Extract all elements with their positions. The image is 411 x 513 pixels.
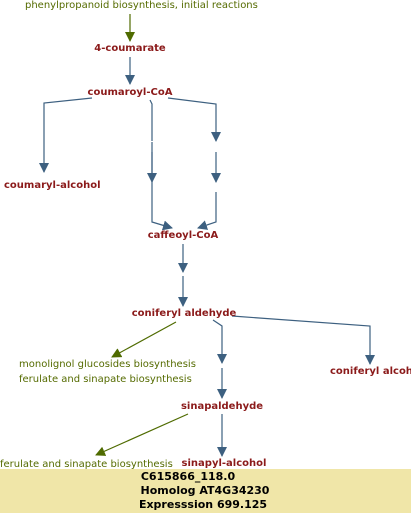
- homolog-label: Homolog AT4G34230: [140, 484, 270, 497]
- arrow-coumaroyl-coa-to-caffeoyl-coa-a: [149, 99, 172, 228]
- arrow-coniferyl-aldehyde-to-monolignol: [111, 321, 177, 358]
- pathway-initial-reactions[interactable]: phenylpropanoid biosynthesis, initial re…: [25, 0, 258, 11]
- compound-4-coumarate[interactable]: 4-coumarate: [94, 43, 166, 54]
- compound-coniferyl-aldehyde[interactable]: coniferyl aldehyde: [131, 308, 237, 319]
- arrow-coumaroyl-coa-to-caffeoyl-coa-b: [167, 97, 221, 142]
- arrow-sinapaldehyde-to-ferulate: [95, 413, 189, 456]
- compound-sinapyl-alcohol[interactable]: sinapyl-alcohol: [181, 458, 267, 469]
- arrow-coumaroyl-coa-to-coumaryl-alcohol: [39, 97, 93, 173]
- compound-sinapaldehyde[interactable]: sinapaldehyde: [180, 401, 264, 412]
- arrow-coniferyl-aldehyde-to-coniferyl-alcohol: [231, 315, 375, 365]
- pathway-ferulate-sinapate[interactable]: ferulate and sinapate biosynthesis: [19, 374, 192, 385]
- compound-coumaryl-alcohol[interactable]: coumaryl-alcohol: [4, 180, 101, 191]
- gene-id: C615866_118.0: [140, 470, 236, 483]
- pathway-ferulate-sinapate-2[interactable]: ferulate and sinapate biosynthesis: [0, 459, 173, 470]
- expression-label: Expresssion 699.125: [138, 498, 268, 511]
- compound-coniferyl-alcohol[interactable]: coniferyl alcohol: [330, 366, 411, 377]
- compound-caffeoyl-coa[interactable]: caffeoyl-CoA: [147, 230, 219, 241]
- arrow-right-to-caffeoyl-coa: [197, 192, 217, 230]
- pathway-monolignol-glucosides[interactable]: monolignol glucosides biosynthesis: [19, 359, 196, 370]
- gene-info-box: C615866_118.0 Homolog AT4G34230 Expresss…: [0, 469, 411, 513]
- arrow-coniferyl-aldehyde-to-sinapaldehyde-a: [212, 319, 227, 364]
- compound-coumaroyl-coa[interactable]: coumaroyl-CoA: [87, 87, 173, 98]
